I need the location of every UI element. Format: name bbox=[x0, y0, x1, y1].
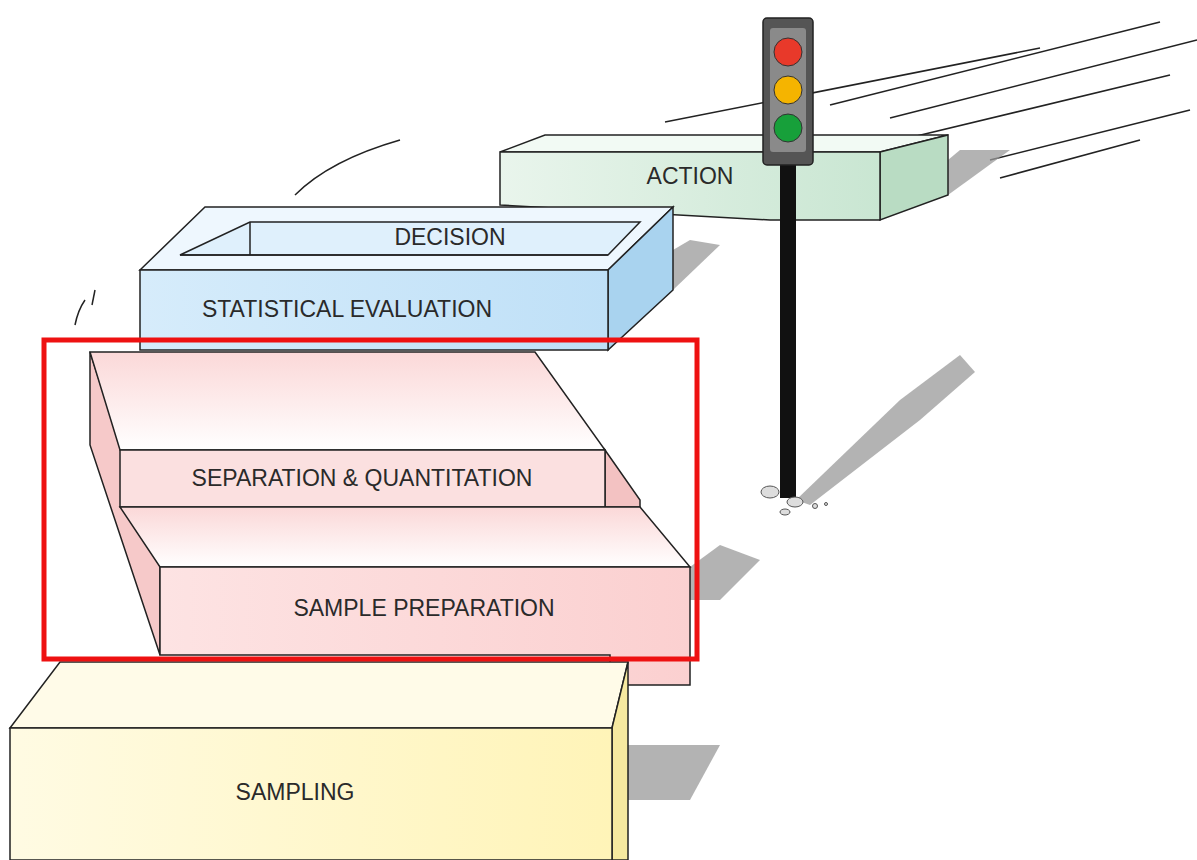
step-label: SAMPLING bbox=[236, 780, 355, 805]
traffic-light bbox=[761, 18, 828, 515]
preparation-block bbox=[90, 352, 690, 685]
separation-face: SEPARATION & QUANTITATION bbox=[123, 453, 601, 505]
preparation-face: SAMPLE PREPARATION bbox=[174, 569, 674, 649]
step-label: DECISION bbox=[394, 225, 505, 250]
highlight-frame bbox=[44, 340, 697, 659]
step-label: STATISTICAL EVALUATION bbox=[202, 297, 492, 322]
evaluation-block bbox=[140, 207, 673, 350]
sampling-block bbox=[10, 662, 628, 860]
sampling-face: SAMPLING bbox=[15, 733, 575, 853]
evaluation-face: STATISTICAL EVALUATION bbox=[117, 273, 577, 347]
step-label: SAMPLE PREPARATION bbox=[293, 596, 554, 621]
step-label: SEPARATION & QUANTITATION bbox=[192, 466, 533, 491]
step-label: ACTION bbox=[647, 164, 734, 189]
decision-face: DECISION bbox=[260, 223, 640, 253]
action-face: ACTION bbox=[560, 155, 820, 199]
block-shadows bbox=[608, 150, 1010, 800]
